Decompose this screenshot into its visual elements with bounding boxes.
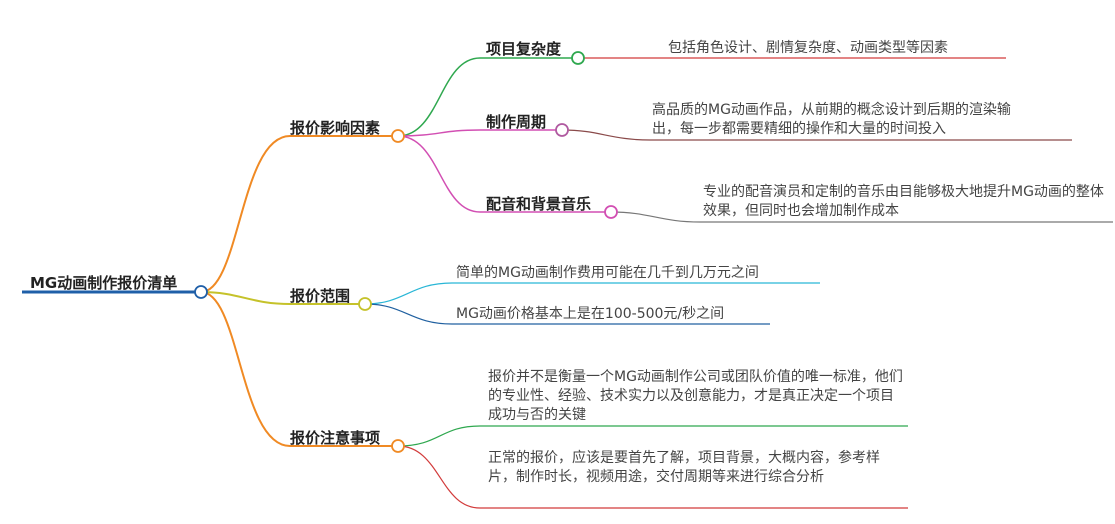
edge-factors-cycle — [397, 129, 562, 137]
leaf-range-1: 简单的MG动画制作费用可能在几千到几万元之间 — [456, 265, 759, 281]
branch-range[interactable]: 报价范围 — [290, 287, 351, 305]
leaf-notes-1: 报价并不是衡量一个MG动画制作公司或团队价值的唯一标准，他们的专业性、经验、技术… — [488, 369, 903, 423]
edge-factors-complexity — [397, 57, 578, 137]
root-connector-dot — [194, 285, 208, 299]
edge-range-leaf2 — [364, 303, 770, 325]
edge-root-notes — [200, 291, 398, 447]
notes-connector-dot — [391, 439, 405, 453]
sub-cycle[interactable]: 制作周期 — [486, 113, 547, 131]
root-node[interactable]: MG动画制作报价清单 — [30, 274, 178, 292]
leaf-complexity: 包括角色设计、剧情复杂度、动画类型等因素 — [668, 40, 948, 56]
sub-audio[interactable]: 配音和背景音乐 — [486, 195, 592, 213]
edge-root-factors — [200, 135, 398, 293]
branch-notes[interactable]: 报价注意事项 — [290, 429, 381, 447]
leaf-notes-2: 正常的报价，应该是要首先了解，项目背景，大概内容，参考样片，制作时长，视频用途，… — [488, 450, 880, 485]
edge-notes-leaf2 — [397, 445, 908, 509]
edge-range-leaf1 — [364, 282, 820, 305]
range-connector-dot — [358, 297, 372, 311]
edge-cycle-leaf — [561, 129, 1072, 141]
leaf-cycle: 高品质的MG动画作品，从前期的概念设计到后期的渲染输出，每一步都需要精细的操作和… — [652, 102, 1011, 137]
leaf-range-2: MG动画价格基本上是在100-500元/秒之间 — [456, 306, 725, 322]
audio-connector-dot — [604, 205, 618, 219]
cycle-connector-dot — [555, 123, 569, 137]
sub-complexity[interactable]: 项目复杂度 — [486, 40, 562, 58]
complexity-connector-dot — [571, 51, 585, 65]
edge-audio-leaf — [610, 211, 1113, 223]
leaf-audio: 专业的配音演员和定制的音乐由目能够极大地提升MG动画的整体效果，但同时也会增加制… — [703, 184, 1104, 219]
edge-notes-leaf1 — [397, 425, 908, 447]
factors-connector-dot — [391, 129, 405, 143]
edge-factors-audio — [397, 135, 611, 213]
edge-root-range — [200, 291, 365, 305]
branch-factors[interactable]: 报价影响因素 — [290, 119, 381, 137]
